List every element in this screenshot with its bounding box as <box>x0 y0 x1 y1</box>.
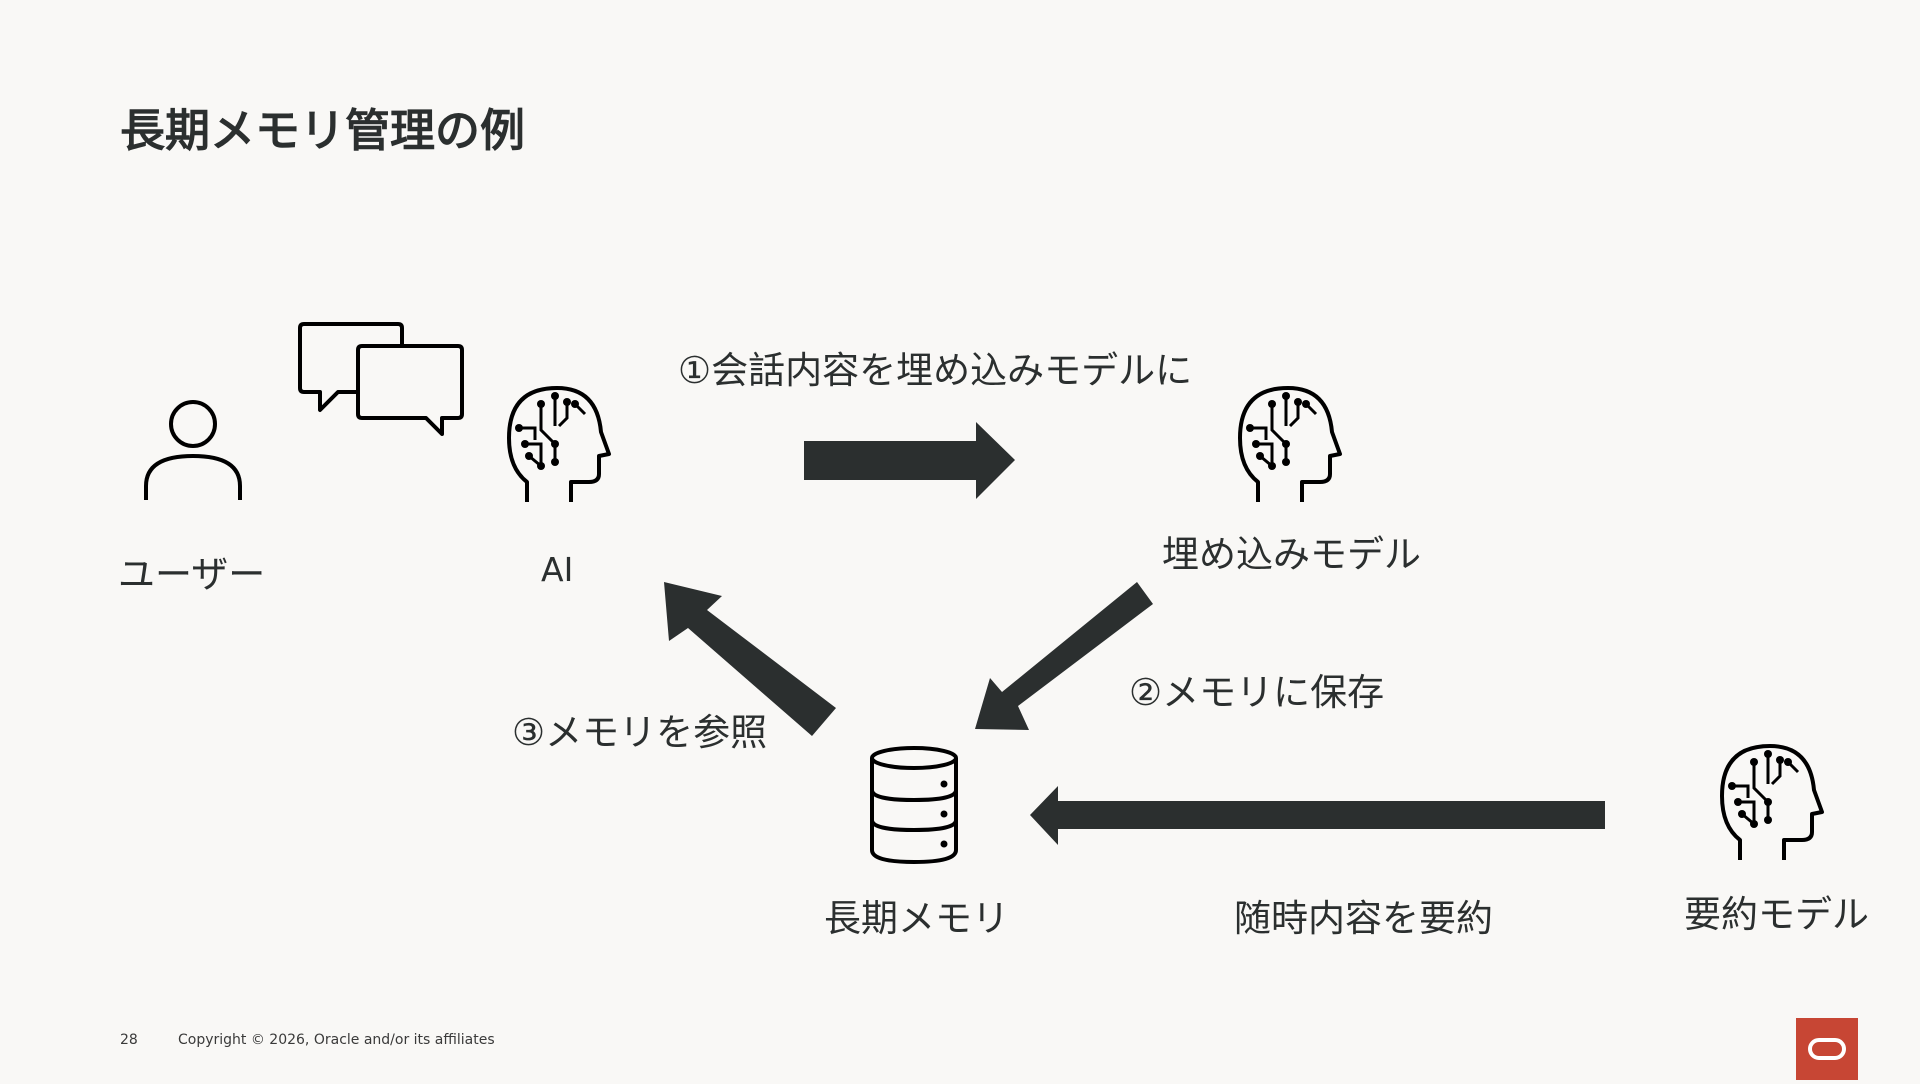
oracle-logo <box>1796 1018 1858 1080</box>
arrow-to-memory <box>975 582 1153 730</box>
summary-model-label: 要約モデル <box>1684 893 1869 936</box>
summary-model-icon <box>1720 744 1824 860</box>
ai-head-icon <box>507 386 611 502</box>
database-icon <box>870 746 958 865</box>
arrow-to-embedding <box>804 422 1015 499</box>
ai-label: AI <box>541 550 574 589</box>
step1-label: ①会話内容を埋め込みモデルに <box>678 349 1193 392</box>
embedding-model-label: 埋め込みモデル <box>1162 533 1421 576</box>
page-title: 長期メモリ管理の例 <box>120 104 526 157</box>
long-term-memory-label: 長期メモリ <box>824 897 1009 940</box>
step2-label: ②メモリに保存 <box>1129 671 1385 714</box>
oracle-logo-icon <box>1808 1038 1846 1060</box>
arrow-from-summary <box>1030 786 1605 845</box>
user-label: ユーザー <box>118 553 266 596</box>
step3-label: ③メモリを参照 <box>512 711 768 754</box>
embedding-model-icon <box>1238 386 1342 502</box>
copyright-text: Copyright © 2026, Oracle and/or its affi… <box>178 1032 495 1048</box>
chat-bubbles-icon <box>298 322 464 436</box>
summarize-label: 随時内容を要約 <box>1234 897 1493 940</box>
person-icon <box>144 400 242 500</box>
arrow-to-ai <box>664 582 836 736</box>
page-number: 28 <box>120 1032 138 1048</box>
